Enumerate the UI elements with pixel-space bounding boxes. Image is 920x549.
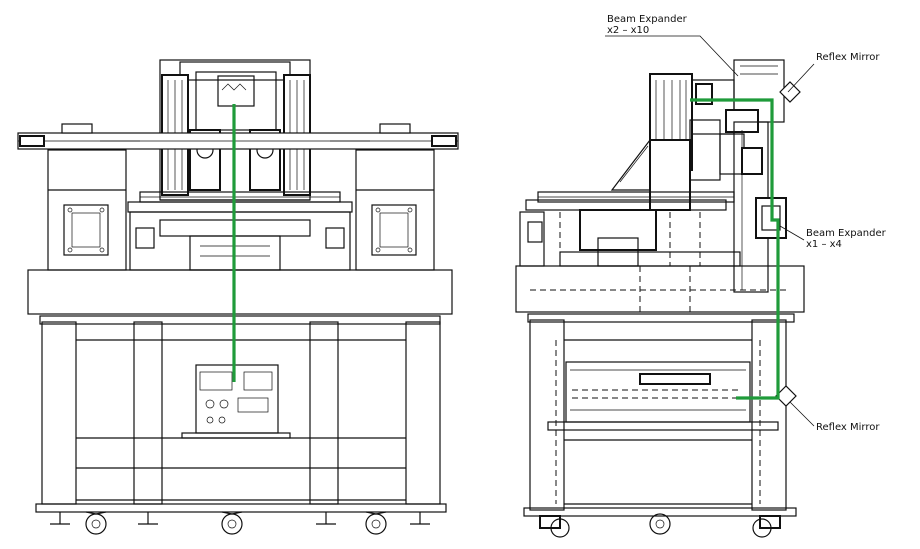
label-reflex-mirror-top: Reflex Mirror — [816, 52, 880, 63]
front-right-tower — [355, 149, 435, 271]
side-laser-source — [547, 361, 797, 431]
front-view — [17, 59, 459, 535]
side-rail-stage — [519, 191, 741, 267]
side-support-frame — [523, 313, 797, 517]
side-view: Beam Expander x2 – x10 Reflex Mirror Bea… — [515, 14, 887, 538]
front-rail — [17, 123, 459, 150]
front-left-tower — [47, 149, 127, 271]
side-base-slab — [515, 265, 805, 313]
label-reflex-mirror-bottom: Reflex Mirror — [816, 422, 880, 433]
callout-beam-expander-mid: Beam Expander x1 – x4 — [779, 225, 887, 250]
leader-reflex-mirror-bottom — [789, 401, 815, 427]
label-beam-expander-mid-range: x1 – x4 — [806, 239, 842, 250]
side-base-hidden-lines — [530, 266, 790, 312]
leader-beam-expander-mid — [779, 225, 805, 241]
front-support-frame — [35, 315, 447, 513]
beam-path-side — [690, 98, 780, 400]
leader-reflex-mirror-top — [787, 63, 815, 93]
front-base-slab — [27, 269, 453, 315]
callout-reflex-mirror-bottom: Reflex Mirror — [789, 401, 880, 433]
callout-beam-expander-top: Beam Expander x2 – x10 — [605, 14, 739, 77]
side-casters — [539, 513, 781, 538]
leader-beam-expander-top — [605, 35, 739, 77]
label-beam-expander-top-range: x2 – x10 — [607, 25, 649, 36]
callout-reflex-mirror-top: Reflex Mirror — [787, 52, 880, 93]
label-beam-expander-mid: Beam Expander — [806, 228, 887, 239]
front-casters — [50, 511, 430, 535]
front-laser-source — [181, 364, 291, 439]
side-optics-assembly — [610, 59, 801, 293]
front-stage — [127, 191, 353, 271]
label-beam-expander-top: Beam Expander — [607, 14, 688, 25]
